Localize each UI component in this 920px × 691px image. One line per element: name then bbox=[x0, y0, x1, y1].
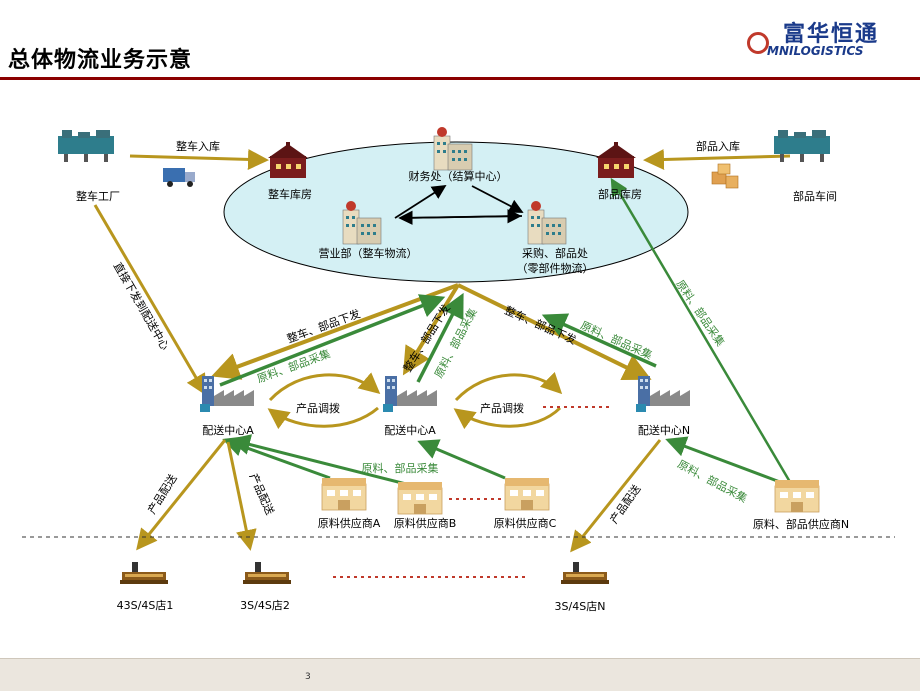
supplier-n-label: 原料、部品供应商N bbox=[752, 518, 850, 531]
vehicle-warehouse-icon bbox=[268, 142, 308, 178]
factory-label: 整车工厂 bbox=[76, 190, 120, 203]
supplier-a-label: 原料供应商A bbox=[317, 517, 381, 530]
vehicle-inbound-label: 整车入库 bbox=[176, 140, 220, 153]
parts-inbound-label: 部品入库 bbox=[696, 140, 740, 153]
dc-a2-label: 配送中心A bbox=[384, 424, 436, 437]
purchasing-label-2: （零部件物流） bbox=[516, 262, 594, 275]
sales-label: 营业部（整车物流） bbox=[318, 247, 418, 260]
shop-2-label: 3S/4S店2 bbox=[240, 599, 290, 612]
parts-warehouse-icon bbox=[596, 142, 636, 178]
shop-2-icon bbox=[243, 562, 291, 584]
headquarters-ellipse bbox=[223, 141, 689, 283]
page-number: 3 bbox=[305, 672, 311, 682]
transfer-right-label: 产品调拨 bbox=[480, 402, 524, 415]
vehicle-factory-machine-icon bbox=[58, 130, 114, 162]
supplier-c-icon bbox=[504, 477, 550, 511]
finance-office-icon bbox=[433, 126, 473, 171]
supplier-c-label: 原料供应商C bbox=[493, 517, 557, 530]
finance-label: 财务处（结算中心） bbox=[408, 170, 508, 183]
parts-workshop-machine-icon bbox=[774, 130, 830, 162]
parts-warehouse-label: 部品库房 bbox=[598, 188, 642, 201]
dc-a1-label: 配送中心A bbox=[202, 424, 254, 437]
truck-icon bbox=[163, 168, 195, 187]
vehicle-warehouse-label: 整车库房 bbox=[268, 188, 312, 201]
dc-n-label: 配送中心N bbox=[637, 424, 691, 437]
dc-n-icon bbox=[636, 376, 690, 412]
parts-workshop-label: 部品车间 bbox=[793, 190, 837, 203]
footer-bar bbox=[0, 658, 920, 691]
dc-a2-icon bbox=[383, 376, 437, 412]
supplier-b-label: 原料供应商B bbox=[393, 517, 457, 530]
shop-1-icon bbox=[120, 562, 168, 584]
logo-ring-icon bbox=[747, 32, 769, 54]
company-logo: 富华恒通 MNILOGISTICS bbox=[747, 10, 912, 66]
purchasing-label-1: 采购、部品处 bbox=[522, 247, 588, 260]
transfer-left-label: 产品调拨 bbox=[296, 402, 340, 415]
supplier-a-icon bbox=[321, 477, 367, 511]
title-divider bbox=[0, 77, 920, 80]
logo-chinese-name: 富华恒通 bbox=[783, 22, 880, 47]
logo-english-name: MNILOGISTICS bbox=[767, 44, 864, 58]
page-title: 总体物流业务示意 bbox=[8, 48, 193, 73]
parts-boxes-icon bbox=[711, 163, 739, 189]
shop-n-icon bbox=[561, 562, 609, 584]
supplier-b-icon bbox=[397, 481, 443, 515]
supplier-n-icon bbox=[774, 479, 820, 513]
shop-1-label: 43S/4S店1 bbox=[116, 599, 174, 612]
shop-n-label: 3S/4S店N bbox=[554, 600, 606, 613]
procure-suppliers-label: 原料、部品采集 bbox=[361, 462, 439, 475]
